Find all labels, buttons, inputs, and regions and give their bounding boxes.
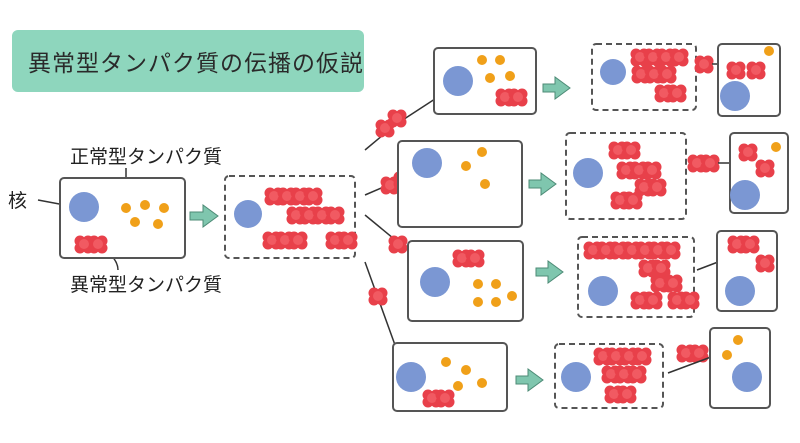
label-abnormal-protein: 異常型タンパク質: [70, 274, 223, 296]
initial-cell: [59, 177, 186, 259]
arrow-right-icon: [535, 260, 564, 284]
cell-row3-a: [407, 240, 524, 322]
diagram-title: 異常型タンパク質の伝播の仮説: [28, 51, 364, 77]
cell-row2-a: [397, 140, 523, 228]
arrow-right-icon: [515, 368, 544, 392]
arrow-right-icon: [189, 204, 219, 228]
aggregated-cell-row2: [565, 132, 687, 220]
aggregated-cell-center: [224, 175, 358, 259]
cell-row2-c: [729, 132, 789, 214]
arrow-right-icon: [542, 76, 571, 100]
aggregated-cell-row4: [554, 343, 664, 409]
title-banner: 異常型タンパク質の伝播の仮説: [12, 30, 364, 92]
arrow-right-icon: [528, 172, 557, 196]
cell-row4-a: [392, 342, 508, 412]
aggregated-cell-row1: [591, 43, 697, 111]
label-nucleus: 核: [8, 190, 28, 212]
aggregated-cell-row3: [577, 236, 700, 318]
cell-row3-c: [716, 230, 778, 312]
cell-row1-a: [433, 47, 537, 115]
label-normal-protein: 正常型タンパク質: [70, 146, 223, 168]
cell-row1-c: [717, 43, 781, 117]
cell-row4-c: [709, 327, 771, 409]
